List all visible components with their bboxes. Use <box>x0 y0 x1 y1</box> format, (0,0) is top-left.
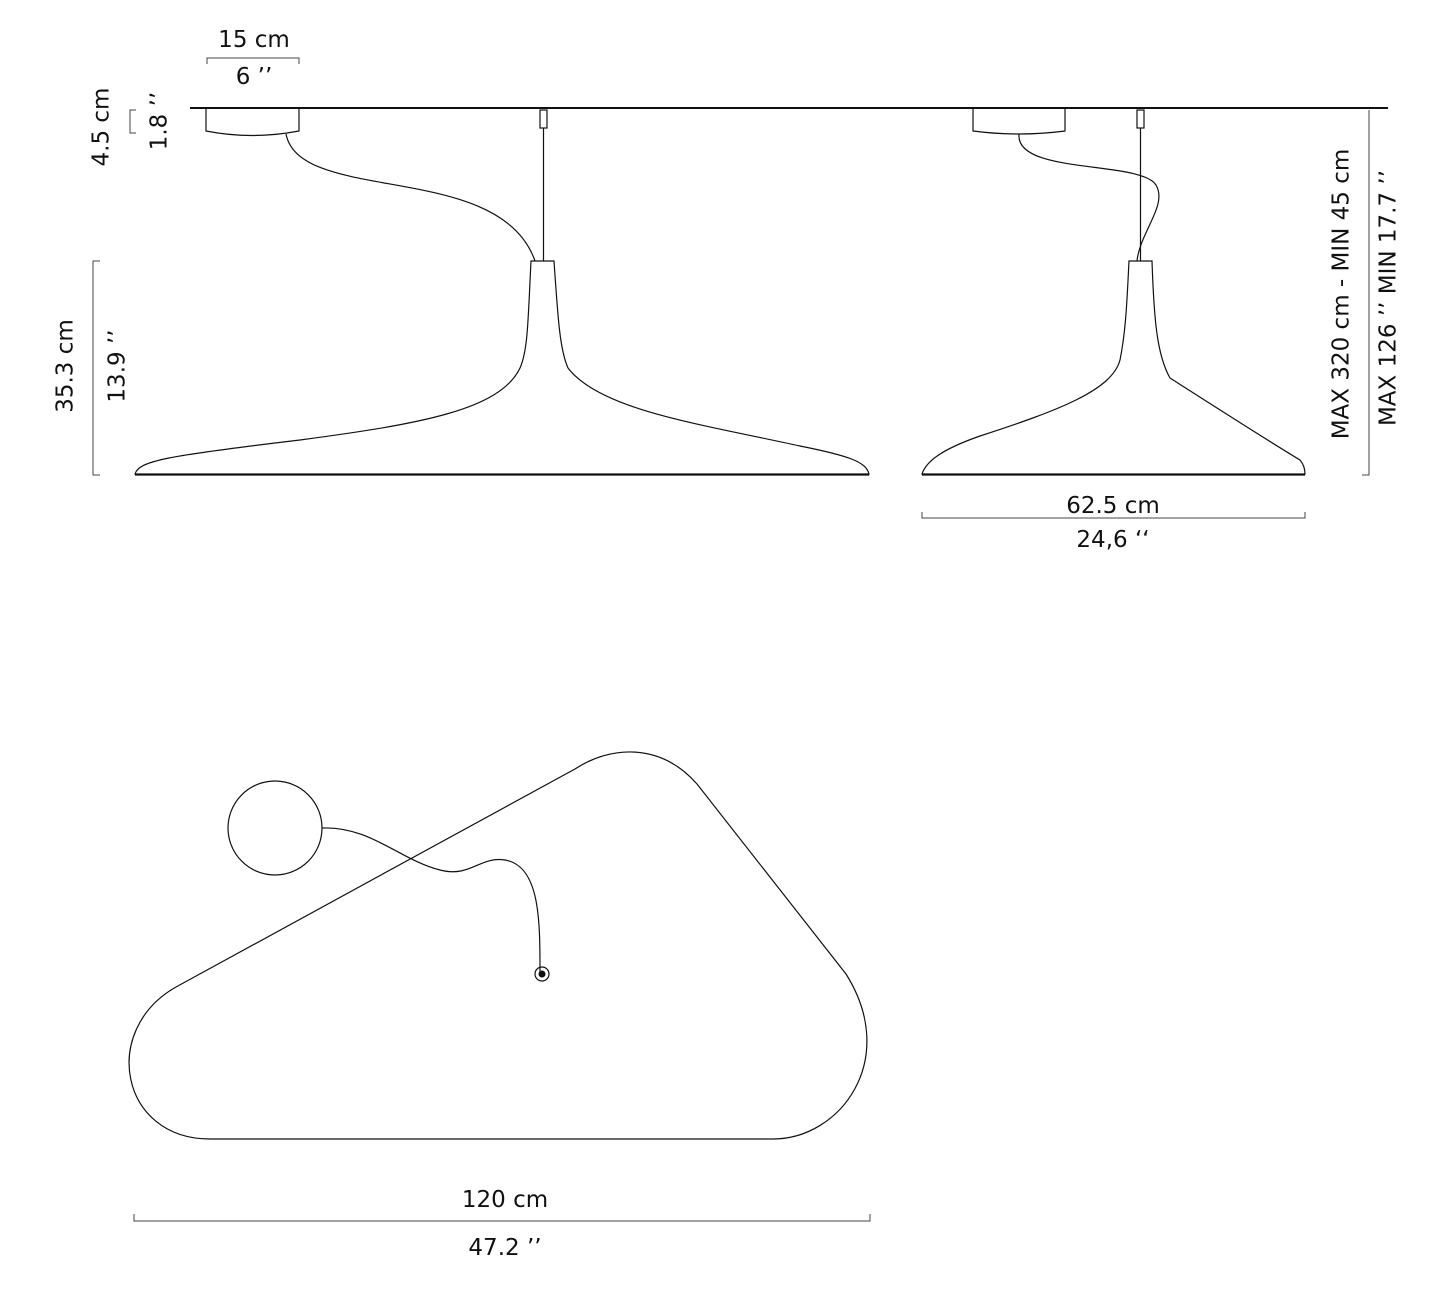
shade-height-in: 13.9 ’’ <box>104 329 131 403</box>
top-width-bracket <box>133 1214 871 1222</box>
left-power-cable <box>285 133 536 262</box>
canopy-width-cm: 15 cm <box>218 27 290 53</box>
suspension-height-bracket <box>1362 110 1370 476</box>
canopy-width-bracket <box>206 57 300 64</box>
top-width-in: 47.2 ’’ <box>468 1235 542 1261</box>
canopy-height-cm: 4.5 cm <box>88 87 115 167</box>
suspension-range-cm: MAX 320 cm - MIN 45 cm <box>1328 148 1355 440</box>
shade-height-bracket <box>92 260 100 476</box>
top-view-canopy <box>227 780 323 876</box>
top-view-suspension-dot <box>538 970 546 978</box>
right-power-cable <box>1018 133 1160 262</box>
side-width-cm: 62.5 cm <box>1066 493 1160 519</box>
left-shade <box>134 260 870 475</box>
top-width-cm: 120 cm <box>461 1187 549 1213</box>
top-view-power-cable <box>321 827 541 974</box>
shade-height-cm: 35.3 cm <box>52 319 79 413</box>
top-view-shade-outline <box>128 751 868 1140</box>
canopy-height-in: 1.8 ’’ <box>146 91 173 151</box>
right-canopy <box>972 109 1066 135</box>
canopy-height-bracket <box>129 109 136 134</box>
side-width-bracket <box>921 512 1306 519</box>
canopy-width-in: 6 ’’ <box>235 64 273 90</box>
left-canopy <box>205 109 300 137</box>
right-shade <box>921 260 1306 475</box>
suspension-range-in: MAX 126 ’’ MIN 17.7 ’’ <box>1375 169 1402 427</box>
top-view-suspension-point <box>534 966 550 982</box>
side-width-in: 24,6 ‘‘ <box>1076 527 1150 553</box>
left-suspension-clamp <box>539 109 548 129</box>
right-suspension-clamp <box>1136 109 1145 129</box>
